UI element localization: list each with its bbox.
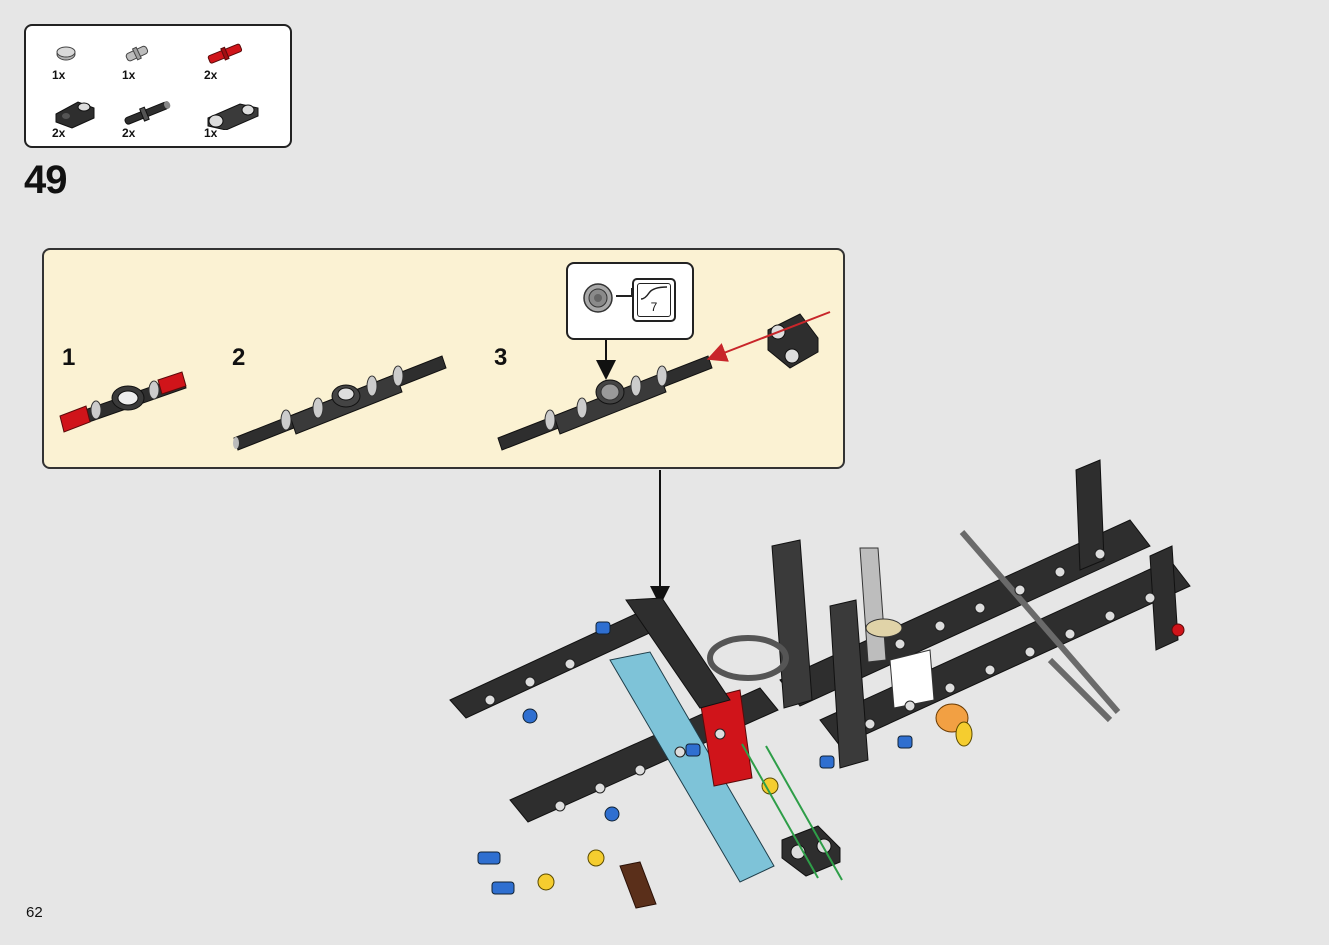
part-bush: 1x [48, 40, 108, 82]
length-frame: 7 [637, 283, 671, 317]
axle-length: 7 [650, 300, 658, 314]
axle-length-indicator: 7 [632, 278, 676, 322]
part-qty: 1x [52, 68, 66, 82]
step-number: 49 [24, 158, 67, 202]
part-qty: 2x [204, 68, 218, 82]
substep-1-assembly [59, 371, 187, 433]
part-qty: 1x [122, 68, 136, 82]
substep-number: 3 [494, 344, 508, 371]
part-cross-block: 1x [200, 98, 260, 140]
part-qty: 2x [122, 126, 136, 140]
axle-curve-icon [640, 286, 668, 300]
friction-pin-icon [125, 45, 149, 62]
page-number: 62 [26, 904, 43, 921]
black-axle-pin-icon [124, 101, 171, 125]
part-qty: 2x [52, 126, 66, 140]
connector-perpendicular-icon [55, 101, 95, 129]
substep-2-assembly [233, 355, 447, 451]
bush-icon [583, 283, 613, 313]
part-callout: 7 [566, 262, 694, 340]
substep-number: 2 [232, 344, 246, 371]
red-axle-pin-icon [207, 43, 243, 64]
parts-list: 1x 1x 2x 2x [24, 24, 292, 148]
part-friction-pin: 1x [118, 40, 178, 82]
cross-block-icon [207, 103, 259, 130]
substep-3-assembly [497, 311, 831, 451]
bush-half-icon [56, 46, 76, 61]
part-qty: 1x [204, 126, 218, 140]
substep-number: 1 [62, 344, 76, 371]
part-connector: 2x [48, 98, 108, 140]
main-model [449, 459, 1191, 909]
part-black-axle-pin: 2x [118, 98, 178, 140]
part-red-axle-pin: 2x [200, 40, 260, 82]
